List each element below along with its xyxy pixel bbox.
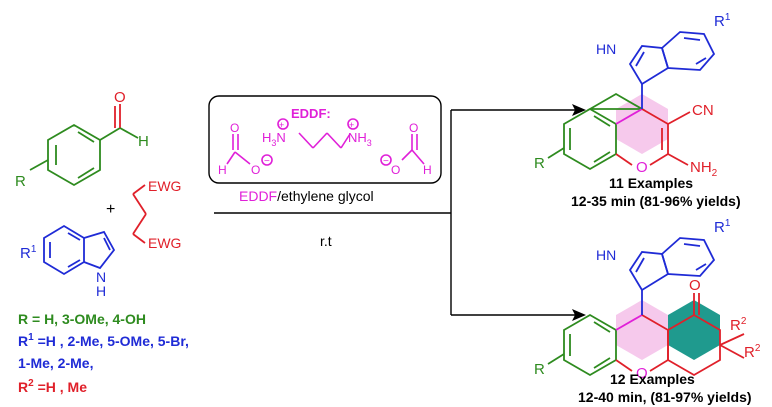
formate-right-oxygen-minus: O	[391, 163, 400, 177]
substituent-R2-line: R2 =H , Me	[18, 378, 87, 395]
plus-sign: +	[106, 201, 115, 218]
formate-left-oxygen-minus: O	[251, 163, 260, 177]
ewg-methylene-structure	[132, 184, 147, 244]
product1-nitrile: CN	[692, 102, 714, 119]
product2-ketone-oxygen: O	[689, 277, 701, 294]
substituent-R-line: R = H, 3-OMe, 4-OH	[18, 311, 146, 327]
product1-conditions: 12-35 min (81-96% yields)	[571, 193, 741, 209]
formate-left-oxygen-top: O	[230, 121, 239, 135]
product2-R2-upper: R2	[730, 316, 747, 334]
formate-left-structure	[226, 134, 273, 166]
ammonium-plus-left: +	[279, 120, 284, 130]
product1-R-label: R	[534, 155, 545, 172]
product2-examples: 12 Examples	[610, 371, 695, 387]
aldehyde-R-label: R	[15, 173, 26, 190]
indole-R1-label: R1	[20, 244, 37, 262]
catalyst-name: EDDF:	[291, 106, 331, 121]
solvent-conditions: EDDF/ethylene glycol	[239, 188, 374, 204]
arrow-head-bottom	[572, 309, 586, 321]
product2-R-label: R	[534, 361, 545, 378]
formate-right-oxygen-top: O	[409, 121, 418, 135]
formate-left-minus: −	[264, 156, 270, 167]
aldehyde-hydrogen: H	[138, 133, 149, 150]
benzaldehyde-structure	[47, 123, 121, 187]
product2-indole-NH: HN	[596, 247, 616, 263]
ammonium-plus-right: +	[349, 120, 354, 130]
product2-conditions: 12-40 min, (81-97% yields)	[578, 389, 752, 405]
arrow-head-top	[572, 104, 586, 116]
product2-R1-label: R1	[714, 218, 731, 236]
ammonium-right-label: NH3	[348, 130, 372, 148]
product2-R2-lower: R2	[744, 343, 761, 361]
product1-structure	[547, 31, 716, 171]
indole-nitrogen: N	[96, 269, 106, 285]
formate-left-hydrogen: H	[218, 163, 227, 177]
ethylenediammonium-structure	[277, 118, 359, 149]
reaction-arrows	[214, 109, 575, 316]
catalyst-box	[208, 95, 442, 184]
product1-ring-oxygen: O	[636, 159, 648, 176]
indole-nh-hydrogen: H	[96, 283, 106, 299]
product1-indole-NH: HN	[596, 41, 616, 57]
substituent-R1-continued: 1-Me, 2-Me,	[18, 355, 93, 371]
product1-examples: 11 Examples	[609, 175, 693, 191]
temperature-condition: r.t	[320, 233, 332, 249]
ewg-top-label: EWG	[148, 178, 181, 194]
ewg-bottom-label: EWG	[148, 235, 181, 251]
indole-structure	[43, 224, 116, 276]
formate-right-minus: −	[383, 156, 389, 167]
formate-right-structure	[380, 134, 425, 166]
ammonium-left-label: H3N	[262, 130, 286, 148]
product2-structure	[547, 237, 745, 377]
product2-ring-oxygen: O	[636, 365, 648, 382]
formate-right-hydrogen: H	[423, 163, 432, 177]
substituent-R1-line: R1 =H , 2-Me, 5-OMe, 5-Br,	[18, 332, 189, 349]
aldehyde-oxygen: O	[114, 89, 126, 106]
aldehyde-carbonyl	[114, 104, 121, 128]
product1-amine: NH2	[690, 159, 718, 179]
product1-R1-label: R1	[714, 12, 731, 30]
